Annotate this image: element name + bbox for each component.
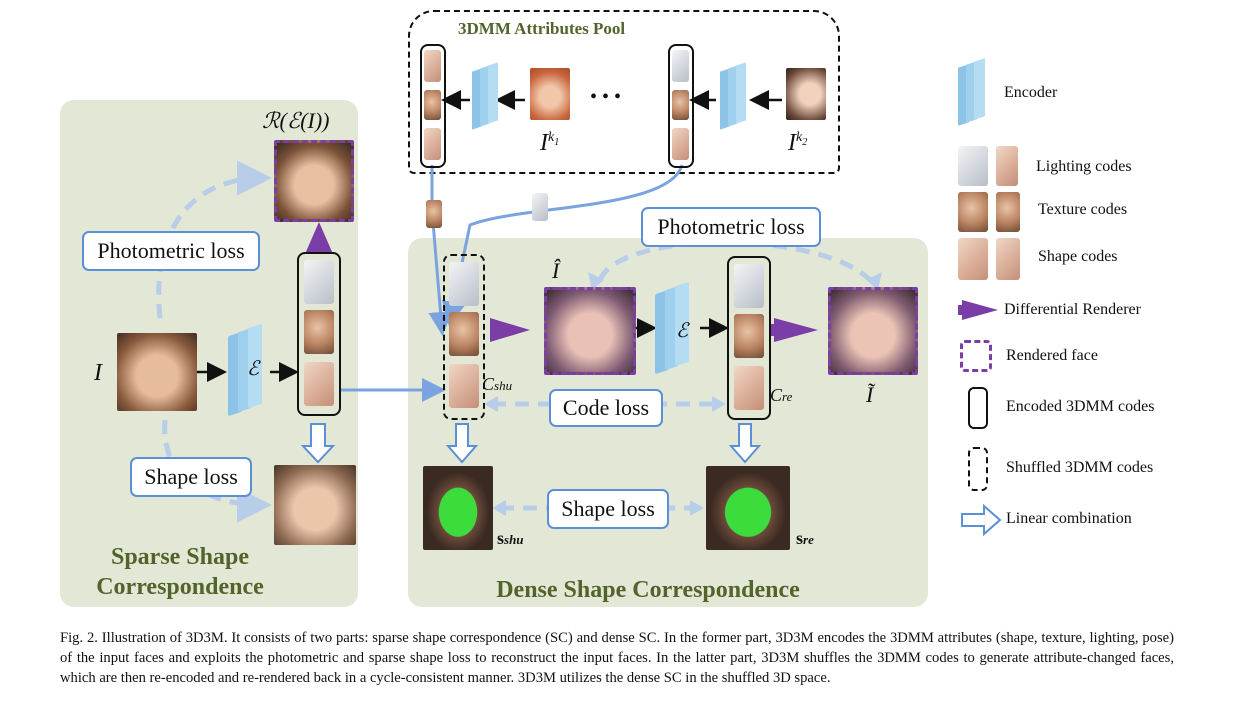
selected-texture-code — [426, 200, 442, 228]
i-hat-label: Î — [552, 258, 560, 283]
legend-rendered-icon — [960, 340, 992, 372]
lighting-code — [304, 260, 334, 304]
legend-rendered-label: Rendered face — [1006, 347, 1098, 364]
sparse-shape-loss: Shape loss — [130, 457, 252, 497]
mesh-face-re — [706, 466, 790, 550]
cycle-rendered-face — [828, 287, 918, 375]
dense-encoder-label: ℰ — [676, 320, 689, 342]
pool-codes-k2 — [668, 44, 694, 168]
pool-k1-arrow — [428, 165, 453, 336]
shuffled-rendered-face — [544, 287, 636, 375]
code-loss-left-head — [484, 396, 498, 412]
dense-shape-right-head — [690, 500, 704, 516]
legend-encoder-icon — [958, 58, 992, 128]
dense-encoder-icon — [655, 280, 695, 378]
legend-shuffled-icon — [968, 447, 988, 491]
legend-shape-icon-1 — [958, 238, 988, 280]
i-tilde-label: Ĩ — [866, 382, 874, 407]
figure-caption: Fig. 2. Illustration of 3D3M. It consist… — [60, 630, 1174, 686]
texture-code — [734, 314, 764, 358]
linear-arrow-re — [728, 423, 762, 464]
dense-photometric-left-head — [588, 272, 604, 290]
shape-code — [304, 362, 334, 406]
input-label: I — [94, 360, 102, 386]
sparse-encoded-codes — [297, 252, 341, 416]
legend-linear-label: Linear combination — [1006, 510, 1132, 527]
sparse-encoder-label: ℰ — [247, 358, 260, 380]
texture-code — [304, 310, 334, 354]
s-shu-label: sshu — [497, 528, 524, 548]
mesh-face-shu — [423, 466, 493, 550]
legend-shuffled-label: Shuffled 3DMM codes — [1006, 459, 1154, 476]
pool-encoder-1 — [472, 62, 502, 132]
pool-title: 3DMM Attributes Pool — [458, 19, 626, 38]
pool-label-k2: Ik2 — [788, 130, 808, 156]
legend-lighting-label: Lighting codes — [1036, 158, 1132, 175]
selected-lighting-code — [532, 193, 548, 221]
legend-lighting-icon-1 — [958, 146, 988, 186]
pool-k2-arrow — [441, 164, 684, 326]
re-encoded-codes — [727, 256, 771, 420]
shape-code — [449, 364, 479, 408]
linear-arrow-shu — [445, 423, 479, 464]
sparse-title-line2: Correspondence — [96, 574, 264, 600]
sparse-photometric-loss: Photometric loss — [82, 231, 260, 271]
sparse-landmark-face — [274, 465, 356, 545]
pool-label-k1: Ik1 — [540, 130, 560, 156]
dense-photometric-arc — [597, 240, 872, 282]
code-loss-right-head — [712, 396, 726, 412]
legend-shape-icon-2 — [996, 238, 1020, 280]
code-loss: Code loss — [549, 389, 663, 427]
texture-code — [449, 312, 479, 356]
pool-encoder-2 — [720, 62, 750, 132]
lighting-code — [449, 262, 479, 306]
shape-code — [424, 128, 441, 160]
legend-texture-icon-1 — [958, 192, 988, 232]
dense-photometric-loss: Photometric loss — [641, 207, 821, 247]
shape-code — [734, 366, 764, 410]
legend-linear-icon — [961, 503, 1002, 537]
shape-code — [672, 128, 689, 160]
pool-dots: • • • — [590, 86, 622, 108]
pool-codes-k1 — [420, 44, 446, 168]
dense-photometric-right-head — [866, 272, 882, 290]
lighting-code — [734, 264, 764, 308]
legend-texture-icon-2 — [996, 192, 1020, 232]
legend-encoded-icon — [968, 387, 988, 429]
c-re-label: Cre — [770, 385, 793, 405]
dense-shape-loss: Shape loss — [547, 489, 669, 529]
render-label: ℛ(ℰ(I)) — [262, 108, 330, 133]
legend-renderer-tail — [958, 305, 978, 315]
dense-renderer-2-tail — [770, 324, 792, 336]
pool-face-k1 — [530, 68, 570, 120]
legend-encoder-label: Encoder — [1004, 84, 1058, 101]
legend-renderer-label: Differential Renderer — [1004, 301, 1141, 318]
texture-code — [672, 90, 689, 120]
s-re-label: sre — [796, 528, 814, 548]
linear-arrow-sparse — [300, 423, 336, 464]
sparse-photometric-arc — [156, 160, 272, 319]
texture-code — [424, 90, 441, 120]
legend-texture-label: Texture codes — [1038, 201, 1128, 218]
pool-face-k2 — [786, 68, 826, 120]
dense-renderer-1-tail — [490, 324, 510, 336]
sparse-rendered-face — [274, 140, 354, 222]
c-shu-label: Cshu — [482, 374, 513, 394]
legend-lighting-icon-2 — [996, 146, 1018, 186]
dense-title: Dense Shape Correspondence — [496, 577, 800, 603]
sparse-title-line1: Sparse Shape — [110, 544, 250, 570]
input-face — [117, 333, 197, 411]
sparse-renderer-arrow — [305, 222, 333, 254]
legend-shape-label: Shape codes — [1038, 248, 1118, 265]
legend-encoded-label: Encoded 3DMM codes — [1006, 398, 1155, 415]
shuffled-codes — [443, 254, 485, 420]
shape-code — [424, 50, 441, 82]
lighting-code — [672, 50, 689, 82]
dense-shape-left-head — [492, 500, 506, 516]
